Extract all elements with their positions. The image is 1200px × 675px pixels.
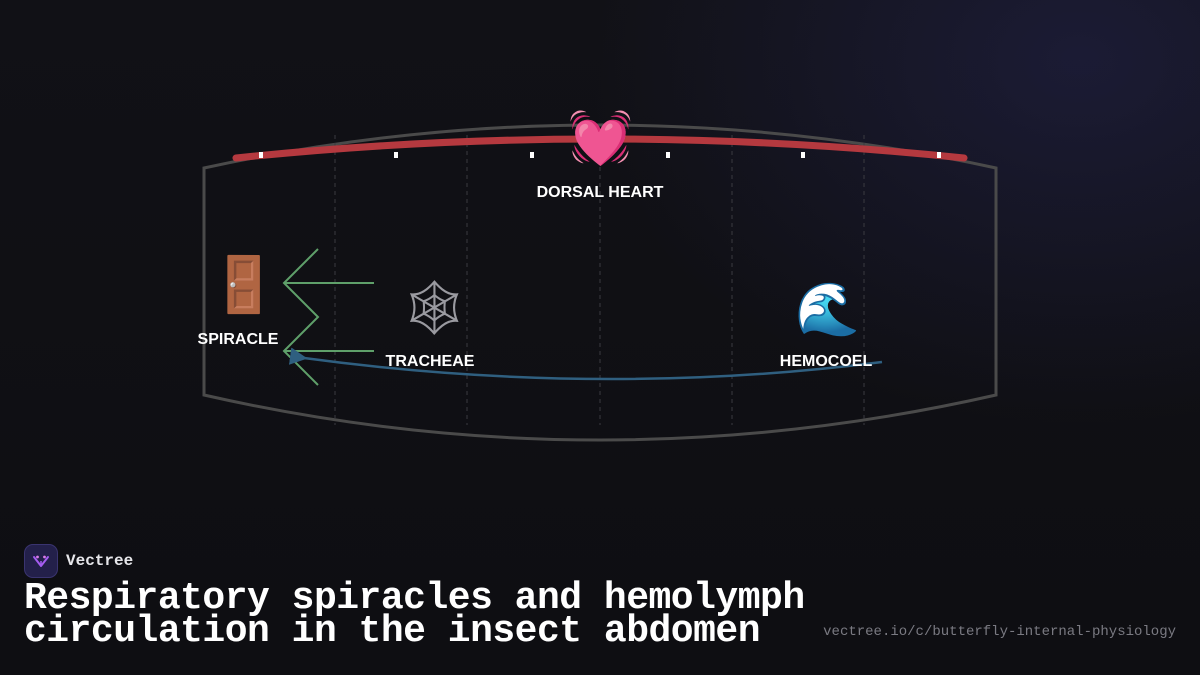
door-icon: 🚪 xyxy=(210,253,278,316)
ostium xyxy=(259,152,263,158)
dorsal-vessel xyxy=(232,135,968,162)
tracheal-zigzag xyxy=(282,248,320,386)
brand-name: Vectree xyxy=(66,552,134,570)
ostium xyxy=(394,152,398,158)
hemocoel-label: HEMOCOEL xyxy=(779,353,873,370)
wave-icon: 🌊 xyxy=(795,280,860,340)
tracheae-label: TRACHEAE xyxy=(385,353,475,370)
abdomen-body-outline xyxy=(202,123,998,442)
ostium xyxy=(530,152,534,158)
ostium xyxy=(801,152,805,158)
page-title: Respiratory spiracles and hemolymph circ… xyxy=(24,577,805,653)
vectree-logo-icon xyxy=(24,544,58,578)
segment-dividers xyxy=(334,135,865,425)
web-icon: 🕸 xyxy=(400,276,469,339)
hemolymph-flow-arrow xyxy=(288,347,883,381)
spiracle-label: SPIRACLE xyxy=(197,331,279,348)
dorsal-heart-label: DORSAL HEART xyxy=(536,184,664,201)
ostium xyxy=(937,152,941,158)
brand: Vectree xyxy=(24,544,133,578)
source-url[interactable]: vectree.io/c/butterfly-internal-physiolo… xyxy=(823,624,1176,640)
ostia-markers xyxy=(259,152,941,158)
ostium xyxy=(666,152,670,158)
beating-heart-icon: 💓 xyxy=(568,108,633,168)
